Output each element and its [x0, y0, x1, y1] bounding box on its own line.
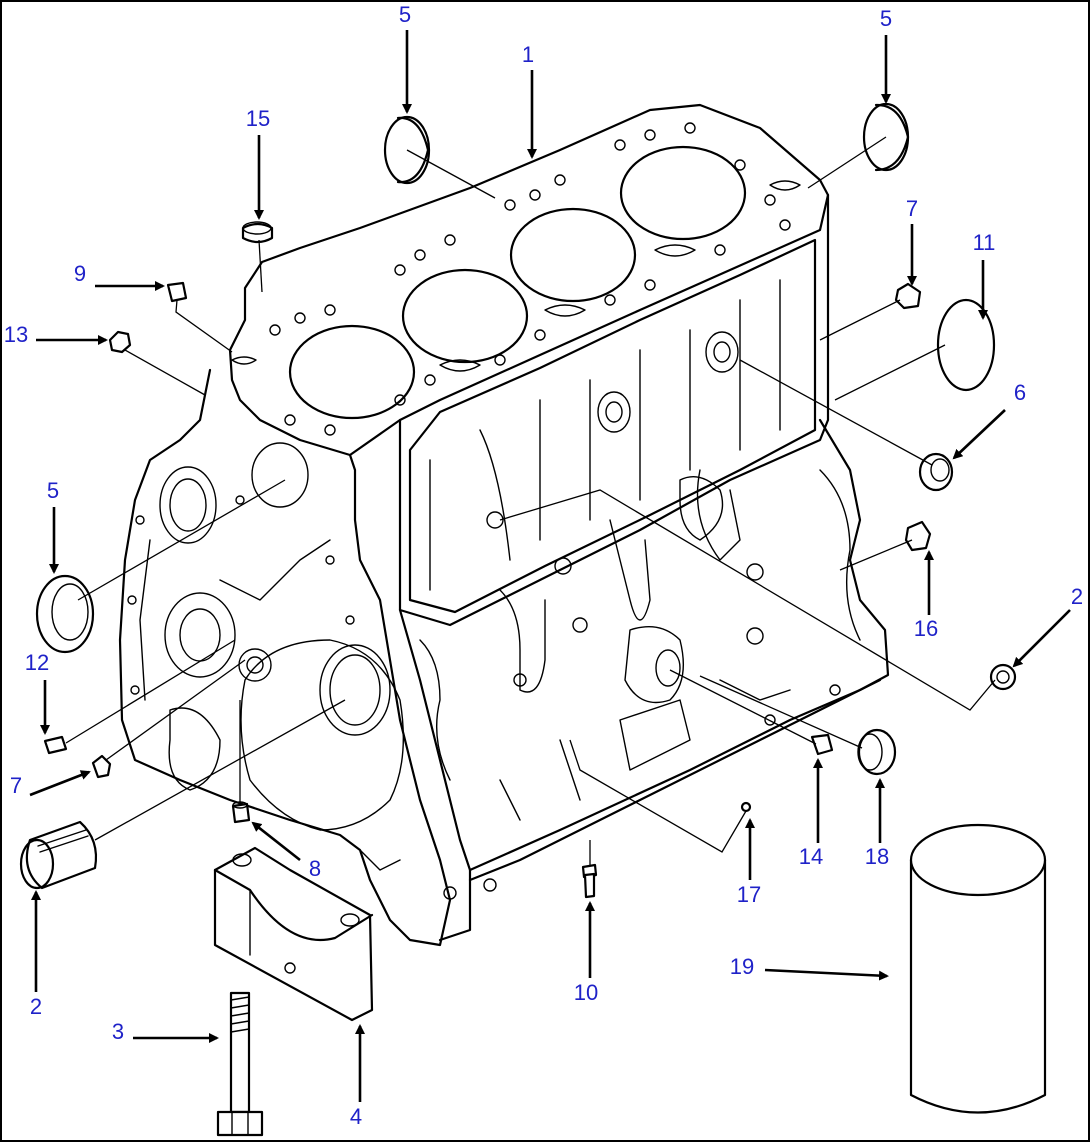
callout-label-8: 8	[309, 856, 321, 881]
callout-label-14: 14	[799, 844, 823, 869]
callout-label-13: 13	[4, 322, 28, 347]
callout-label-5c: 5	[47, 478, 59, 503]
plug-14	[810, 733, 834, 756]
expansion-plug-left	[35, 574, 95, 654]
callout-label-4: 4	[350, 1104, 362, 1129]
plug-9	[166, 281, 188, 303]
plug-17	[740, 801, 752, 813]
plug-13	[108, 330, 132, 354]
callout-label-2a: 2	[1071, 584, 1083, 609]
callout-label-10: 10	[574, 980, 598, 1005]
callout-label-17: 17	[737, 882, 761, 907]
main-bearing-cap-4	[213, 846, 374, 1022]
callout-arrow-8	[251, 821, 301, 862]
callout-label-16: 16	[914, 616, 938, 641]
callout-label-12: 12	[25, 650, 49, 675]
callout-label-2b: 2	[30, 994, 42, 1019]
callout-label-5b: 5	[880, 6, 892, 31]
cover-disc-11	[936, 298, 996, 392]
dowel-8	[231, 801, 251, 824]
callout-label-1: 1	[522, 42, 534, 67]
cap-bolt-3	[216, 991, 264, 1137]
cylinder-block	[118, 103, 890, 947]
cylinder-liner-19	[909, 823, 1047, 1114]
callout-label-7a: 7	[906, 196, 918, 221]
callout-arrows	[29, 30, 1071, 1102]
cylinder-bore-4	[619, 145, 747, 241]
callout-labels: 5 1 5 15 7 11 9 13 6 5 16 2 12 7 14 18 8…	[4, 2, 1083, 1129]
callout-label-6: 6	[1014, 380, 1026, 405]
dowel-pin-12	[43, 735, 68, 755]
cylinder-bore-1	[288, 324, 416, 420]
callout-label-11: 11	[973, 230, 996, 255]
callout-arrow-7b	[29, 770, 91, 797]
callout-label-7b: 7	[10, 773, 22, 798]
callout-label-9: 9	[74, 261, 86, 286]
callout-label-15: 15	[246, 106, 270, 131]
plug-16	[904, 520, 932, 552]
callout-arrow-6	[952, 409, 1006, 460]
leader-lines	[65, 136, 996, 865]
bushing-6	[918, 452, 954, 492]
plug-7-bottom	[91, 754, 112, 779]
plug-15	[241, 221, 274, 244]
seal-ring-2-left	[19, 820, 98, 890]
cylinder-bore-2	[401, 268, 529, 364]
sleeve-ring-18	[857, 728, 897, 776]
cylinder-bore-3	[509, 207, 637, 303]
callout-label-3: 3	[112, 1019, 124, 1044]
seal-ring-2-right	[989, 663, 1017, 691]
callout-label-5a: 5	[399, 2, 411, 27]
bolt-10	[581, 863, 598, 899]
plug-7-top	[894, 282, 922, 310]
callout-label-18: 18	[865, 844, 889, 869]
callout-arrow-19	[764, 968, 889, 981]
callout-arrow-2a	[1012, 609, 1071, 668]
callout-label-19: 19	[730, 954, 754, 979]
